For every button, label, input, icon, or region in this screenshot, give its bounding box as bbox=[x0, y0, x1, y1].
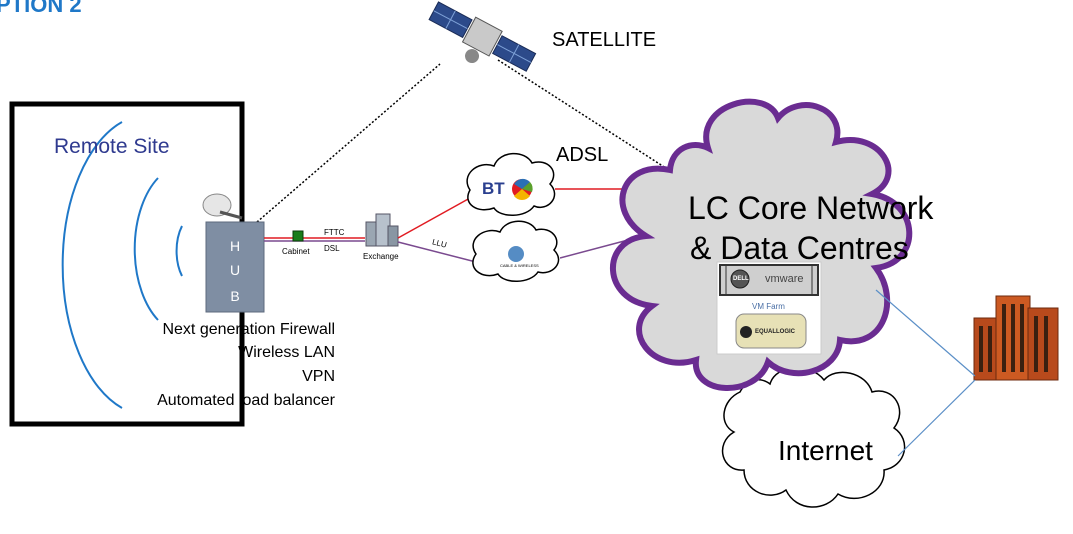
hub-letter-h: H bbox=[229, 238, 241, 254]
exchange-label: Exchange bbox=[363, 252, 399, 261]
exchange-building-icon bbox=[365, 213, 399, 247]
adsl-link-exchange-bt bbox=[397, 197, 471, 239]
bt-cloud bbox=[466, 152, 556, 216]
hub-box bbox=[205, 221, 265, 313]
cable-wireless-text: CABLE & WIRELESS bbox=[500, 263, 539, 268]
adsl-label: ADSL bbox=[556, 144, 609, 166]
hub-letter-u: U bbox=[229, 262, 241, 278]
satellite-label: SATELLITE bbox=[552, 29, 657, 51]
vm-farm-label: VM Farm bbox=[752, 302, 785, 311]
core-network-title-line2: & Data Centres bbox=[690, 230, 909, 266]
vmware-logo-text: vmware bbox=[765, 273, 804, 285]
bt-logo-text: BT bbox=[482, 179, 505, 198]
page-heading: PTION 2 bbox=[0, 0, 82, 17]
capability-firewall: Next generation Firewall bbox=[162, 321, 335, 338]
bt-logo-icon bbox=[512, 178, 533, 200]
capability-wireless-lan: Wireless LAN bbox=[238, 344, 335, 361]
internet-label: Internet bbox=[778, 435, 873, 466]
core-network-cloud bbox=[609, 98, 913, 391]
llu-link-cw-core bbox=[559, 239, 629, 259]
capability-load-balancer: Automated load balancer bbox=[157, 392, 335, 409]
cabinet-label: Cabinet bbox=[282, 247, 310, 256]
office-building-icon bbox=[973, 295, 1059, 381]
wireless-waves bbox=[61, 121, 183, 409]
hub-letter-b: B bbox=[230, 288, 240, 304]
vm-farm-panel bbox=[716, 261, 822, 355]
cable-wireless-logo-icon bbox=[508, 246, 524, 262]
llu-link-exchange-cw bbox=[397, 241, 477, 263]
dsl-label: DSL bbox=[324, 244, 340, 253]
satellite-icon bbox=[428, 1, 537, 72]
fttc-label: FTTC bbox=[324, 228, 345, 237]
remote-site-label: Remote Site bbox=[54, 135, 170, 158]
core-network-title-line1: LC Core Network bbox=[688, 190, 934, 226]
capability-vpn: VPN bbox=[302, 368, 335, 385]
equallogic-text: EQUALLOGIC bbox=[755, 329, 795, 335]
satellite-dish-icon bbox=[202, 193, 243, 220]
hub-cabinet-link bbox=[264, 237, 365, 242]
dell-badge-server: DELL bbox=[733, 276, 749, 282]
cabinet-icon bbox=[292, 230, 304, 242]
building-links bbox=[875, 289, 976, 457]
